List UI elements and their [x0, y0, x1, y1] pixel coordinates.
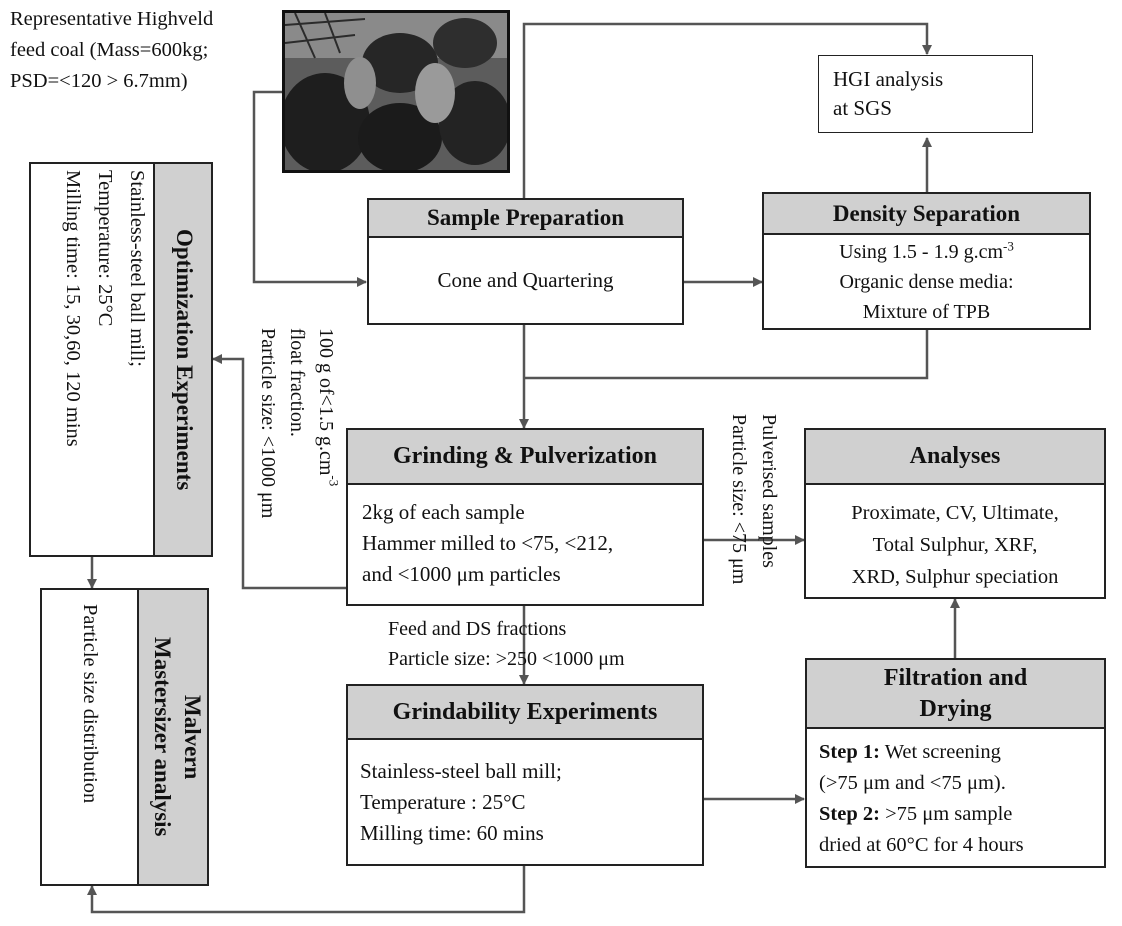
- arrow-feed-to-sample-prep: [252, 90, 367, 287]
- feed-ds-line: Particle size: >250 <1000 μm: [388, 648, 625, 670]
- filtration-drying-title: Filtration and Drying: [807, 660, 1104, 729]
- density-separation-title: Density Separation: [764, 194, 1089, 235]
- grindability-experiments-box: Grindability Experiments Stainless-steel…: [346, 684, 704, 866]
- malvern-title-line: Mastersizer analysis: [150, 637, 175, 837]
- float-line-1-sup: -3: [326, 475, 342, 487]
- filtration-step-2: Step 2: >75 μm sample: [819, 799, 1104, 830]
- optimization-experiments-body: Stainless-steel ball mill; Temperature: …: [33, 170, 153, 550]
- density-line-1-text: Using 1.5 - 1.9 g.cm: [839, 241, 1004, 263]
- float-line-2: float fraction.: [286, 328, 308, 437]
- filtration-step-1-cont: (>75 μm and <75 μm).: [819, 772, 1006, 794]
- grinding-pulverization-title: Grinding & Pulverization: [348, 430, 702, 485]
- analyses-line: XRD, Sulphur speciation: [851, 566, 1059, 588]
- malvern-body: Particle size distribution: [79, 604, 101, 804]
- malvern-mastersizer-box: Malvern Mastersizer analysis Particle si…: [40, 588, 209, 886]
- hgi-line: at SGS: [833, 96, 892, 120]
- optimization-experiments-box: Optimization Experiments Stainless-steel…: [29, 162, 213, 557]
- hgi-analysis-box: HGI analysis at SGS: [818, 55, 1033, 133]
- filtration-title-line: Filtration and: [883, 664, 1028, 691]
- density-line-2: Organic dense media:: [839, 271, 1014, 293]
- grindability-line: Milling time: 60 mins: [360, 821, 544, 845]
- density-separation-box: Density Separation Using 1.5 - 1.9 g.cm-…: [762, 192, 1091, 330]
- grinding-line: 2kg of each sample: [362, 500, 525, 524]
- grinding-pulverization-body: 2kg of each sample Hammer milled to <75,…: [348, 485, 702, 590]
- sample-preparation-title: Sample Preparation: [369, 200, 682, 238]
- coal-sample-photo: [282, 10, 510, 173]
- step-2-label: Step 2:: [819, 803, 880, 825]
- density-line-1-sup: -3: [1003, 238, 1014, 254]
- malvern-title: Malvern Mastersizer analysis: [137, 590, 207, 884]
- optimization-line: Milling time: 15, 30,60, 120 mins: [62, 170, 84, 447]
- feed-coal-label: Representative Highveld feed coal (Mass=…: [10, 4, 213, 97]
- float-line-3: Particle size: <1000 μm: [257, 328, 279, 519]
- filtration-step-1: Step 1: Wet screening: [819, 737, 1104, 768]
- float-line-1: 100 g of<1.5 g.cm-3: [311, 328, 342, 588]
- arrow-sample-prep-to-hgi: [522, 22, 932, 198]
- feed-coal-line: Representative Highveld: [10, 8, 214, 30]
- float-fraction-label: 100 g of<1.5 g.cm-3 float fraction. Part…: [248, 328, 342, 588]
- density-line-1: Using 1.5 - 1.9 g.cm-3: [764, 237, 1089, 267]
- pulverised-line: Particle size: <75 μm: [728, 414, 750, 585]
- coal-piles-image: [285, 13, 507, 170]
- step-2-text: >75 μm sample: [879, 803, 1013, 825]
- feed-coal-line: feed coal (Mass=600kg;: [10, 39, 209, 61]
- analyses-line: Total Sulphur, XRF,: [872, 534, 1038, 556]
- arrow-grinding-to-optimization: [212, 354, 346, 590]
- sample-preparation-body: Cone and Quartering: [437, 268, 614, 292]
- pulverised-samples-label: Pulverised samples Particle size: <75 μm: [720, 414, 784, 654]
- optimization-line: Temperature: 25°C: [94, 170, 116, 327]
- filtration-drying-box: Filtration and Drying Step 1: Wet screen…: [805, 658, 1106, 868]
- grinding-pulverization-box: Grinding & Pulverization 2kg of each sam…: [346, 428, 704, 606]
- line-density-to-grinding: [524, 330, 929, 380]
- optimization-experiments-title: Optimization Experiments: [153, 164, 211, 555]
- feed-ds-fractions-label: Feed and DS fractions Particle size: >25…: [388, 614, 625, 674]
- grindability-experiments-body: Stainless-steel ball mill; Temperature :…: [348, 740, 702, 849]
- grindability-experiments-title: Grindability Experiments: [348, 686, 702, 740]
- grindability-line: Temperature : 25°C: [360, 790, 526, 814]
- malvern-title-line: Malvern: [180, 694, 205, 780]
- analyses-body: Proximate, CV, Ultimate, Total Sulphur, …: [806, 485, 1104, 593]
- feed-ds-line: Feed and DS fractions: [388, 618, 567, 640]
- density-line-3: Mixture of TPB: [862, 301, 991, 323]
- float-line-1-text: 100 g of<1.5 g.cm: [315, 328, 337, 476]
- analyses-line: Proximate, CV, Ultimate,: [851, 502, 1059, 524]
- pulverised-line: Pulverised samples: [758, 414, 780, 568]
- analyses-box: Analyses Proximate, CV, Ultimate, Total …: [804, 428, 1106, 599]
- hgi-line: HGI analysis: [833, 67, 944, 91]
- grindability-line: Stainless-steel ball mill;: [360, 759, 562, 783]
- sample-preparation-box: Sample Preparation Cone and Quartering: [367, 198, 684, 325]
- grinding-line: and <1000 μm particles: [362, 562, 561, 586]
- density-separation-body: Using 1.5 - 1.9 g.cm-3 Organic dense med…: [764, 237, 1089, 327]
- optimization-line: Stainless-steel ball mill;: [126, 170, 148, 368]
- grinding-line: Hammer milled to <75, <212,: [362, 531, 614, 555]
- filtration-step-2-cont: dried at 60°C for 4 hours: [819, 834, 1024, 856]
- filtration-title-line: Drying: [919, 695, 992, 722]
- filtration-drying-body: Step 1: Wet screening (>75 μm and <75 μm…: [807, 729, 1104, 861]
- feed-coal-line: PSD=<120 > 6.7mm): [10, 70, 188, 92]
- step-1-text: Wet screening: [879, 741, 1001, 763]
- arrow-grindability-to-malvern: [87, 866, 526, 914]
- analyses-title: Analyses: [806, 430, 1104, 485]
- step-1-label: Step 1:: [819, 741, 880, 763]
